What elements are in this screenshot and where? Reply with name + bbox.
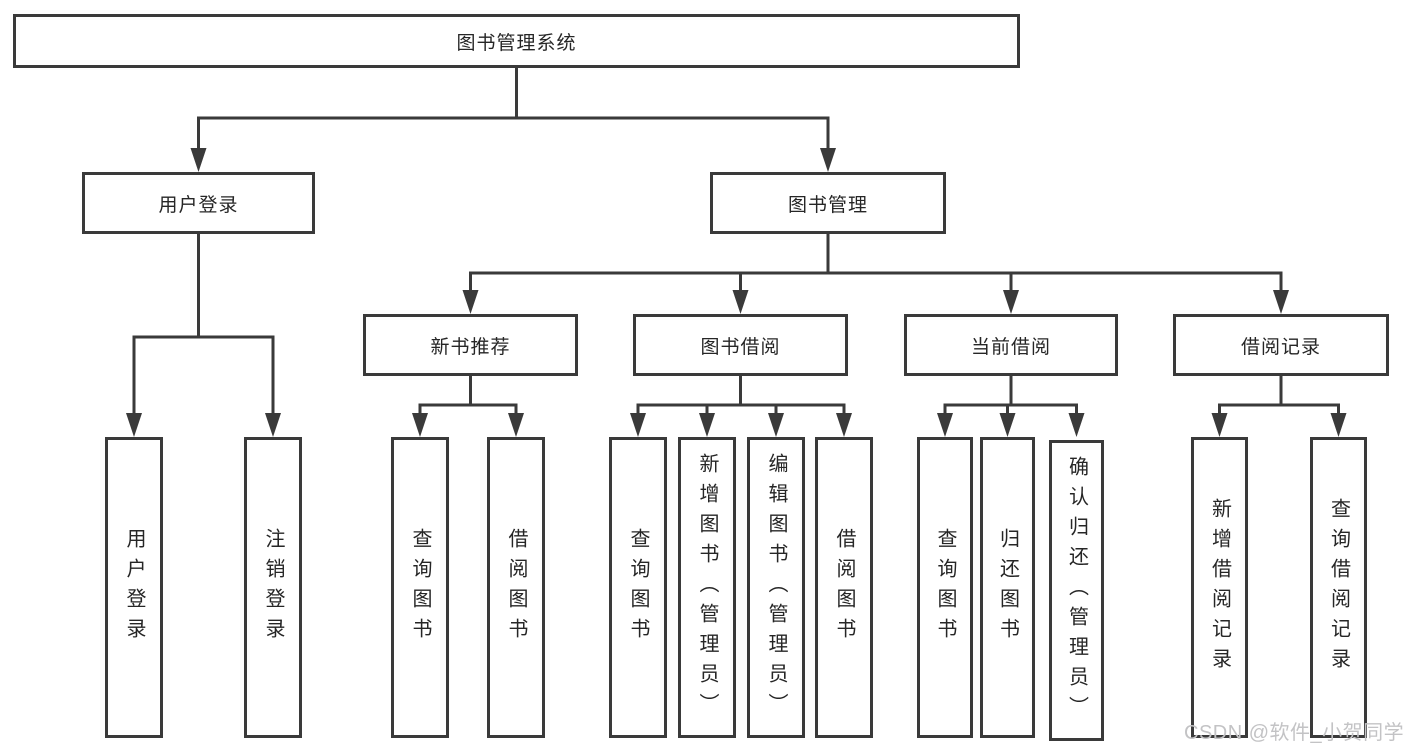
tree-connectors <box>132 67 1340 415</box>
arrowhead-icon <box>836 413 852 437</box>
node-label: 借阅记录 <box>1240 336 1321 358</box>
leaf-cb-confirm-return-admin: 确认归还（管理员） <box>1049 440 1104 741</box>
node-user-login: 用户登录 <box>82 172 315 234</box>
arrowhead-icon <box>126 413 142 437</box>
node-root-library-system: 图书管理系统 <box>13 14 1020 68</box>
connector-book-mgmt-to-level3 <box>469 233 1283 292</box>
leaf-rec-query-books: 查询图书 <box>391 437 449 738</box>
node-label: 借阅图书 <box>833 527 855 648</box>
leaf-logout: 注销登录 <box>244 437 302 738</box>
csdn-watermark: CSDN @软件_小贺同学 <box>1184 722 1405 744</box>
node-label: 借阅图书 <box>505 527 527 648</box>
arrowhead-icon <box>768 413 784 437</box>
node-label: 用户登录 <box>123 527 145 648</box>
arrowhead-icon <box>820 148 836 172</box>
arrowhead-icon <box>508 413 524 437</box>
node-label: 图书借阅 <box>700 336 781 358</box>
arrowhead-icon <box>630 413 646 437</box>
node-label: 查询借阅记录 <box>1327 497 1350 678</box>
leaf-br-query-record: 查询借阅记录 <box>1310 437 1367 738</box>
arrowhead-icon <box>265 413 281 437</box>
node-borrowing-records: 借阅记录 <box>1173 314 1389 376</box>
arrowhead-icon <box>190 148 207 172</box>
arrowhead-icon <box>1330 413 1347 437</box>
leaf-cb-return-books: 归还图书 <box>980 437 1035 738</box>
node-label: 用户登录 <box>158 194 239 216</box>
node-new-book-recommendation: 新书推荐 <box>363 314 578 376</box>
node-book-borrowing: 图书借阅 <box>633 314 848 376</box>
node-label: 确认归还（管理员） <box>1065 455 1088 726</box>
arrowheads <box>126 148 1347 437</box>
arrowhead-icon <box>1003 290 1019 314</box>
leaf-user-login: 用户登录 <box>105 437 163 738</box>
node-label: 查询图书 <box>934 527 956 648</box>
arrowhead-icon <box>412 413 428 437</box>
node-label: 图书管理 <box>787 194 868 216</box>
node-label: 编辑图书（管理员） <box>765 452 787 723</box>
leaf-bb-query-books: 查询图书 <box>609 437 667 738</box>
leaf-bb-add-books-admin: 新增图书（管理员） <box>678 437 736 738</box>
node-label: 注销登录 <box>262 527 284 648</box>
node-book-management: 图书管理 <box>710 172 946 234</box>
arrowhead-icon <box>732 290 749 314</box>
arrowhead-icon <box>1273 290 1289 314</box>
connector-root-to-level2 <box>197 67 830 150</box>
node-label: 查询图书 <box>627 527 649 648</box>
node-label: 归还图书 <box>996 527 1019 648</box>
connector-new-book-rec-to-leaves <box>418 375 518 415</box>
connector-user-login-to-leaves <box>132 233 275 415</box>
node-label: 图书管理系统 <box>456 32 577 54</box>
node-label: 查询图书 <box>409 527 431 648</box>
arrowhead-icon <box>1211 413 1228 437</box>
arrowhead-icon <box>999 413 1016 437</box>
arrowhead-icon <box>462 290 479 314</box>
leaf-br-add-record: 新增借阅记录 <box>1191 437 1248 738</box>
node-current-borrowing: 当前借阅 <box>904 314 1118 376</box>
leaf-rec-borrow-books: 借阅图书 <box>487 437 545 738</box>
connector-book-borrow-to-leaves <box>636 375 846 415</box>
connector-borrow-records-to-leaves <box>1218 375 1340 415</box>
arrowhead-icon <box>937 413 953 437</box>
node-label: 新增图书（管理员） <box>696 452 718 723</box>
leaf-bb-edit-books-admin: 编辑图书（管理员） <box>747 437 805 738</box>
node-label: 当前借阅 <box>970 336 1051 358</box>
connector-current-borrow-to-leaves <box>943 375 1078 415</box>
node-label: 新增借阅记录 <box>1208 497 1231 678</box>
leaf-cb-query-books: 查询图书 <box>917 437 973 738</box>
node-label: 新书推荐 <box>430 336 511 358</box>
leaf-bb-borrow-books: 借阅图书 <box>815 437 873 738</box>
arrowhead-icon <box>699 413 715 437</box>
arrowhead-icon <box>1068 413 1085 437</box>
